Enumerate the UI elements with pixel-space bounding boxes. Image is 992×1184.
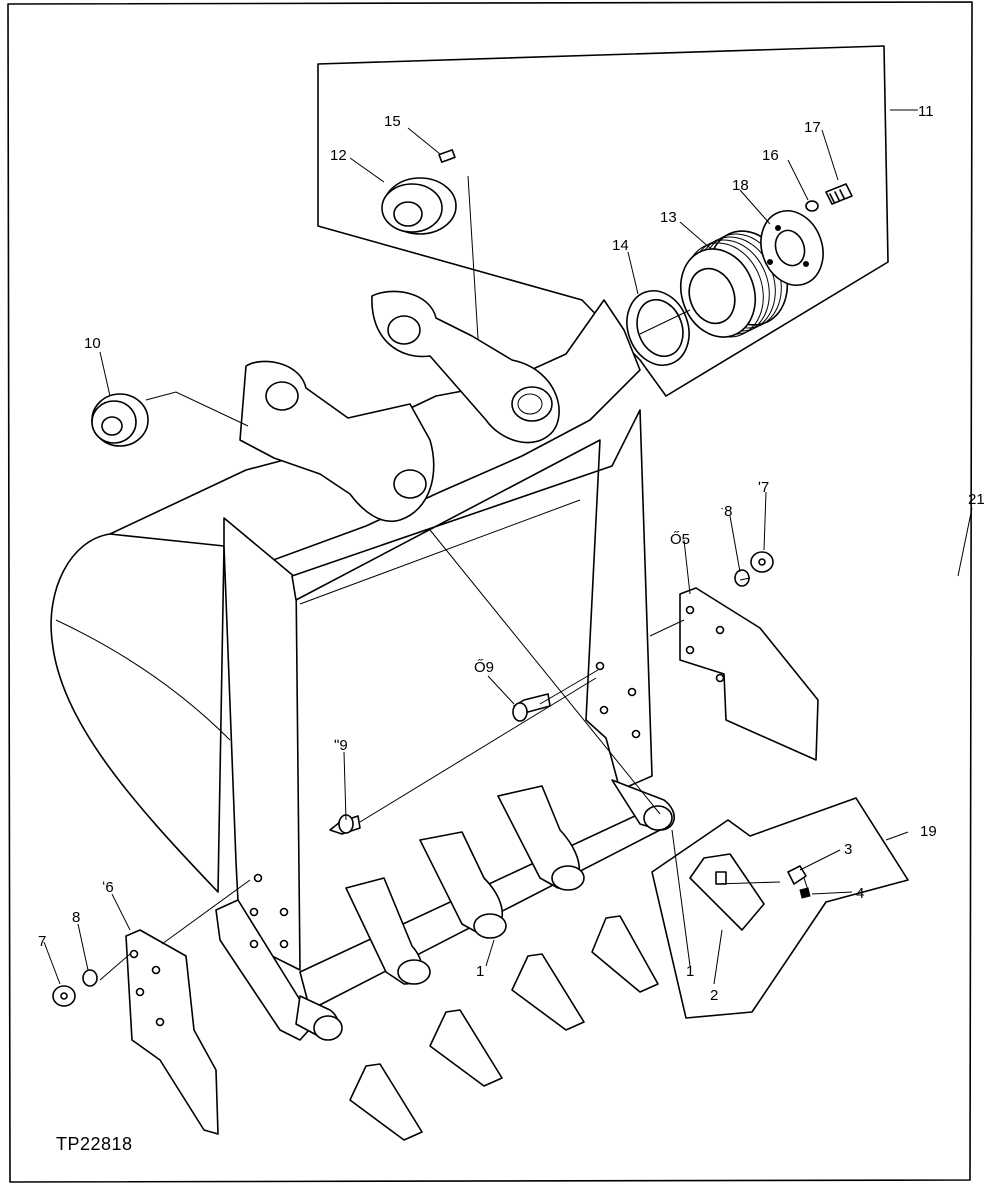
lock-washer-part-16: [805, 200, 819, 212]
diagram-frame: [7, 1, 973, 1183]
callout-12: 12: [330, 147, 347, 164]
callout-18: 18: [732, 177, 749, 194]
retainer-plate-part-18: [760, 210, 824, 286]
bolt-part-17: [825, 183, 853, 205]
tooth-adapters-part-1: [313, 785, 673, 1041]
tooth-kit-inset-panel: [651, 797, 909, 1019]
figure-code: TP22818: [56, 1134, 133, 1154]
callout-6: ʻ6: [102, 879, 114, 896]
callout-5: Ő5: [670, 531, 690, 548]
nut-part-7-right: [750, 551, 774, 573]
callout-13: 13: [660, 209, 677, 226]
callout-1-right: 1: [686, 963, 694, 980]
callout-14: 14: [612, 237, 629, 254]
callout-1-center: 1: [476, 963, 484, 980]
washer-part-8-left: [82, 969, 98, 987]
exploded-view-guide-lines: [99, 529, 809, 981]
callout-leaders: [43, 109, 973, 985]
pin-part-3: [787, 865, 807, 885]
bushing-part-12: [381, 177, 457, 235]
side-cutter-part-5: [679, 587, 819, 761]
bushing-part-10: [91, 391, 249, 447]
tooth-part-2-inset: [689, 853, 765, 931]
bushing-kit-inset-panel: [317, 45, 889, 397]
bolt-part-9-lower: [329, 814, 361, 835]
bucket-body: [50, 290, 675, 1041]
side-cutter-part-6: [125, 929, 219, 1135]
washer-part-8-right: [734, 569, 750, 587]
callout-2: 2: [710, 987, 718, 1004]
callout-16: 16: [762, 147, 779, 164]
callout-19: 19: [920, 823, 937, 840]
bucket-teeth-part-2: [349, 915, 659, 1141]
callout-21: 21: [968, 491, 985, 508]
callout-10: 10: [84, 335, 101, 352]
callout-3: 3: [844, 841, 852, 858]
callout-17: 17: [804, 119, 821, 136]
callout-4: 4: [856, 885, 864, 902]
callout-11: 11: [918, 103, 934, 120]
shim-ring-part-14: [626, 290, 690, 366]
retainer-part-4: [799, 887, 811, 899]
callout-15: 15: [384, 113, 401, 130]
callout-7-right: ʹ7: [758, 479, 769, 496]
dowel-pin-part-15: [438, 149, 456, 163]
callout-9-lower: ʺ9: [334, 737, 348, 754]
callout-7-left: 7: [38, 933, 46, 950]
nut-part-7-left: [52, 985, 76, 1007]
bolt-part-9-upper: [512, 693, 551, 722]
callout-8-right: ˑ8: [720, 503, 733, 520]
callout-9-upper: Ő9: [474, 659, 494, 676]
callout-8-left: 8: [72, 909, 80, 926]
